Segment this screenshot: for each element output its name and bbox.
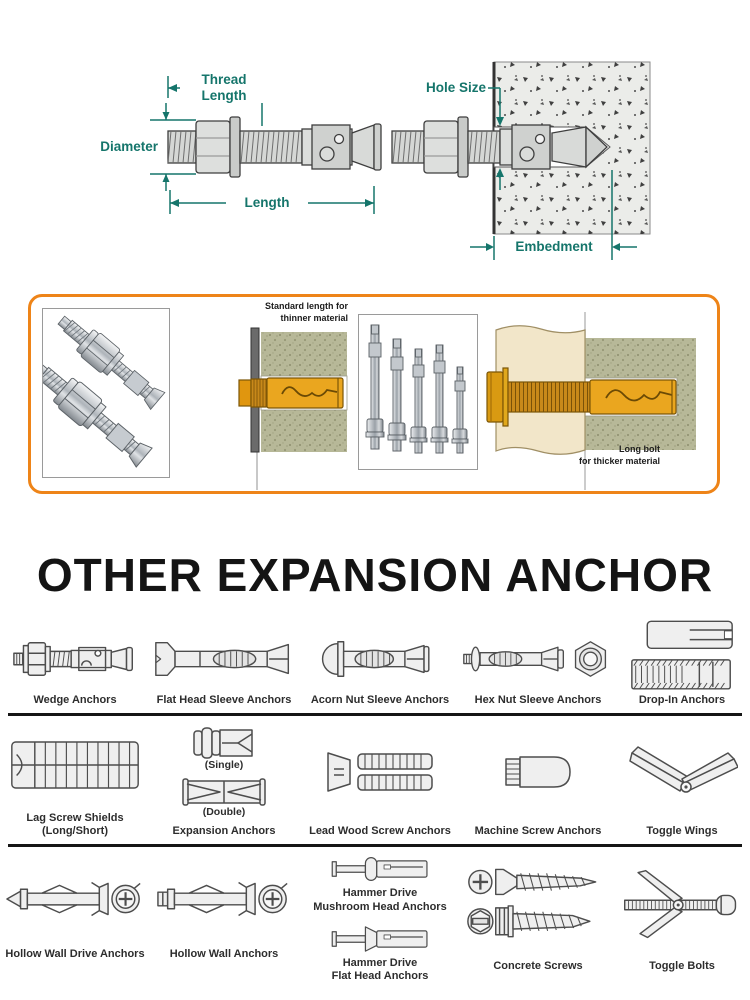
hammer-drive-mushroom-head-anchor-icon bbox=[331, 857, 428, 881]
concrete-screw-icon bbox=[467, 868, 597, 938]
acorn-nut-sleeve-anchor-icon bbox=[321, 641, 430, 678]
wedge-anchor-icon bbox=[13, 642, 133, 677]
anchor-set-photo bbox=[358, 314, 478, 470]
catalog-item-hex-nut-sleeve-anchors: Hex Nut Sleeve Anchors bbox=[462, 624, 614, 710]
row-divider bbox=[8, 713, 742, 716]
hole-size-label: Hole Size bbox=[414, 80, 486, 96]
catalog-label: Lag Screw Shields (Long/Short) bbox=[26, 811, 124, 838]
embedment-label: Embedment bbox=[500, 239, 608, 255]
anchor-set-image bbox=[365, 324, 469, 454]
wedge-anchor-photo bbox=[32, 308, 170, 478]
toggle-wing-icon bbox=[629, 746, 738, 793]
hollow-wall-anchor-icon bbox=[157, 881, 288, 917]
catalog-item-lead-wood-screw-anchors: Lead Wood Screw Anchors bbox=[298, 719, 462, 841]
expansion-anchor-single-icon bbox=[193, 727, 253, 759]
thick-material-diagram bbox=[486, 312, 696, 490]
hammer-drive-flat-head-anchor-icon bbox=[331, 925, 428, 952]
catalog-item-concrete-screws: Concrete Screws bbox=[462, 850, 614, 988]
catalog-item-expansion-anchors: (Single) (Double) Expansion Anchors bbox=[150, 719, 298, 841]
catalog-row-1: Wedge Anchors Flat Head Sleeve Anchors bbox=[0, 620, 750, 710]
catalog-label: Toggle Bolts bbox=[649, 960, 715, 973]
dimension-diagram bbox=[150, 61, 651, 260]
catalog-label: Hammer Drive Mushroom Head Anchors bbox=[313, 887, 447, 913]
catalog-label: Wedge Anchors bbox=[33, 694, 117, 707]
standard-length-caption: Standard length for thinner material bbox=[265, 301, 348, 323]
catalog-row-2: Lag Screw Shields (Long/Short) bbox=[0, 719, 750, 841]
catalog-item-hammer-drive-anchors: Hammer Drive Mushroom Head Anchors Hamme… bbox=[298, 850, 462, 988]
row-divider bbox=[8, 844, 742, 847]
catalog-item-hollow-wall-drive-anchors: Hollow Wall Drive Anchors bbox=[0, 850, 150, 988]
catalog-item-toggle-bolts: Toggle Bolts bbox=[614, 850, 750, 988]
thin-material-diagram bbox=[238, 327, 348, 490]
lead-wood-screw-anchor-icon bbox=[327, 752, 433, 792]
catalog-label: Machine Screw Anchors bbox=[474, 825, 602, 838]
length-label: Length bbox=[226, 195, 308, 211]
catalog-item-drop-in-anchors: Drop-In Anchors bbox=[614, 620, 750, 710]
single-sub-label: (Single) bbox=[204, 759, 244, 772]
catalog-item-toggle-wings: Toggle Wings bbox=[614, 719, 750, 841]
catalog-row-3: Hollow Wall Drive Anchors bbox=[0, 850, 750, 988]
page-title: OTHER EXPANSION ANCHOR bbox=[36, 549, 714, 601]
catalog-label: Hex Nut Sleeve Anchors bbox=[474, 694, 602, 707]
catalog-item-lag-screw-shields: Lag Screw Shields (Long/Short) bbox=[0, 719, 150, 841]
catalog-item-machine-screw-anchors: Machine Screw Anchors bbox=[462, 719, 614, 841]
hex-nut-sleeve-anchor-icon bbox=[463, 641, 607, 677]
expansion-anchor-double-icon bbox=[182, 777, 266, 806]
catalog-item-acorn-nut-sleeve-anchors: Acorn Nut Sleeve Anchors bbox=[298, 624, 462, 710]
lag-screw-shield-icon bbox=[11, 741, 139, 789]
catalog-label: Hammer Drive Flat Head Anchors bbox=[331, 956, 429, 983]
thread-length-label: Thread Length bbox=[180, 72, 268, 104]
catalog-label: Hollow Wall Drive Anchors bbox=[5, 948, 145, 961]
catalog-item-hollow-wall-anchors: Hollow Wall Anchors bbox=[150, 850, 298, 988]
long-bolt-caption: Long bolt for thicker material bbox=[578, 444, 660, 466]
catalog-label: Acorn Nut Sleeve Anchors bbox=[310, 694, 450, 707]
wedge-anchor-pair-image bbox=[32, 315, 166, 468]
toggle-bolt-icon bbox=[624, 870, 737, 939]
catalog-label: Flat Head Sleeve Anchors bbox=[156, 694, 292, 707]
catalog-label: Drop-In Anchors bbox=[638, 694, 726, 707]
anchor-catalog: Wedge Anchors Flat Head Sleeve Anchors bbox=[0, 620, 750, 988]
machine-screw-anchor-icon bbox=[505, 756, 571, 788]
catalog-label: Toggle Wings bbox=[646, 825, 718, 838]
catalog-item-flat-head-sleeve-anchors: Flat Head Sleeve Anchors bbox=[150, 624, 298, 710]
flat-head-sleeve-anchor-icon bbox=[155, 642, 290, 677]
double-sub-label: (Double) bbox=[202, 805, 246, 818]
diameter-label: Diameter bbox=[92, 139, 158, 155]
hollow-wall-drive-anchor-icon bbox=[6, 881, 141, 917]
catalog-item-wedge-anchors: Wedge Anchors bbox=[0, 624, 150, 710]
drop-in-anchor-icon bbox=[631, 620, 733, 690]
catalog-label: Concrete Screws bbox=[493, 960, 583, 973]
catalog-label: Expansion Anchors bbox=[172, 825, 276, 838]
catalog-label: Hollow Wall Anchors bbox=[169, 948, 279, 961]
catalog-label: Lead Wood Screw Anchors bbox=[309, 825, 451, 838]
